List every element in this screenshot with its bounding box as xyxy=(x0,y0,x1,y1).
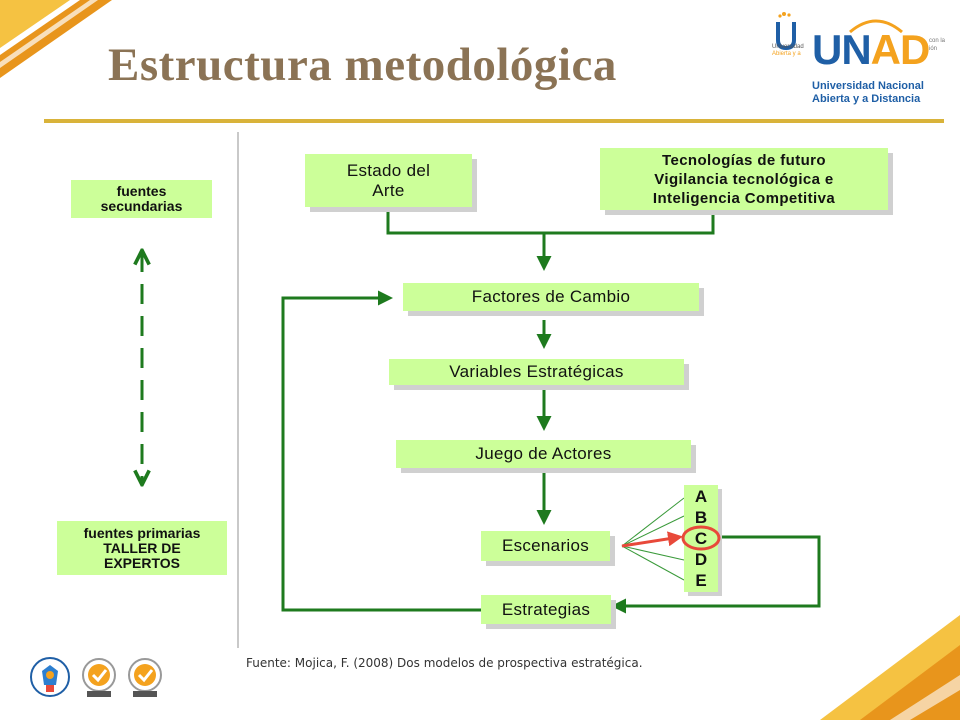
scenario-letters-box: A B C D E xyxy=(684,485,718,592)
unad-logo-word: UNAD xyxy=(812,26,931,74)
partial-text-1: con la xyxy=(929,38,946,44)
scenario-letter: E xyxy=(695,571,707,590)
u-logo-text-2: Abierta y a xyxy=(772,51,801,57)
source-citation: Fuente: Mojica, F. (2008) Dos modelos de… xyxy=(246,656,643,670)
primary-sources-line3: EXPERTOS xyxy=(104,554,180,571)
tecnologias-line3: Inteligencia Competitiva xyxy=(652,189,836,207)
unad-logo-line1: Universidad Nacional xyxy=(812,80,924,92)
corner-stripes-top-left xyxy=(0,0,112,78)
colombia-seal-icon xyxy=(30,657,70,697)
highlight-circle xyxy=(681,525,721,551)
certification-badge-icon xyxy=(82,658,116,697)
scenario-letter-highlighted: C xyxy=(694,529,708,548)
certification-badge-icon xyxy=(128,658,162,697)
primary-sources-line2: TALLER DE xyxy=(103,539,181,556)
escenarios-node: Escenarios xyxy=(481,531,610,561)
scenario-letter: B xyxy=(694,508,708,527)
tecnologias-line1: Tecnologías de futuro xyxy=(662,151,826,169)
u-logo-text-1: Universidad xyxy=(772,44,804,50)
estrategias-node: Estrategias xyxy=(481,595,611,624)
universidad-u-logo xyxy=(776,12,796,50)
estado-line1: Estado del xyxy=(346,160,431,180)
unad-logo-line2: Abierta y a Distancia xyxy=(812,93,921,105)
juego-de-actores-node: Juego de Actores xyxy=(396,440,691,468)
corner-stripes-bottom-right xyxy=(820,615,960,720)
secondary-sources-line2: secundarias xyxy=(100,198,183,214)
scenario-letter: D xyxy=(694,550,708,569)
estado-line2: Arte xyxy=(372,180,405,200)
page-title: Estructura metodológica xyxy=(108,39,617,91)
partial-text-2: ión xyxy=(929,46,938,52)
title-rule xyxy=(44,119,944,123)
primary-sources-line1: fuentes primarias xyxy=(83,524,201,541)
scenario-letter: A xyxy=(694,487,708,506)
secondary-sources-line1: fuentes xyxy=(116,183,167,199)
unad-logo-ad: AD xyxy=(870,26,931,73)
column-divider xyxy=(237,132,239,648)
tecnologias-line2: Vigilancia tecnológica e xyxy=(654,170,834,188)
unad-logo-un: UN xyxy=(812,26,872,73)
variables-estrategicas-node: Variables Estratégicas xyxy=(389,359,684,385)
factores-de-cambio-node: Factores de Cambio xyxy=(403,283,699,311)
unad-arc-icon xyxy=(849,19,903,34)
